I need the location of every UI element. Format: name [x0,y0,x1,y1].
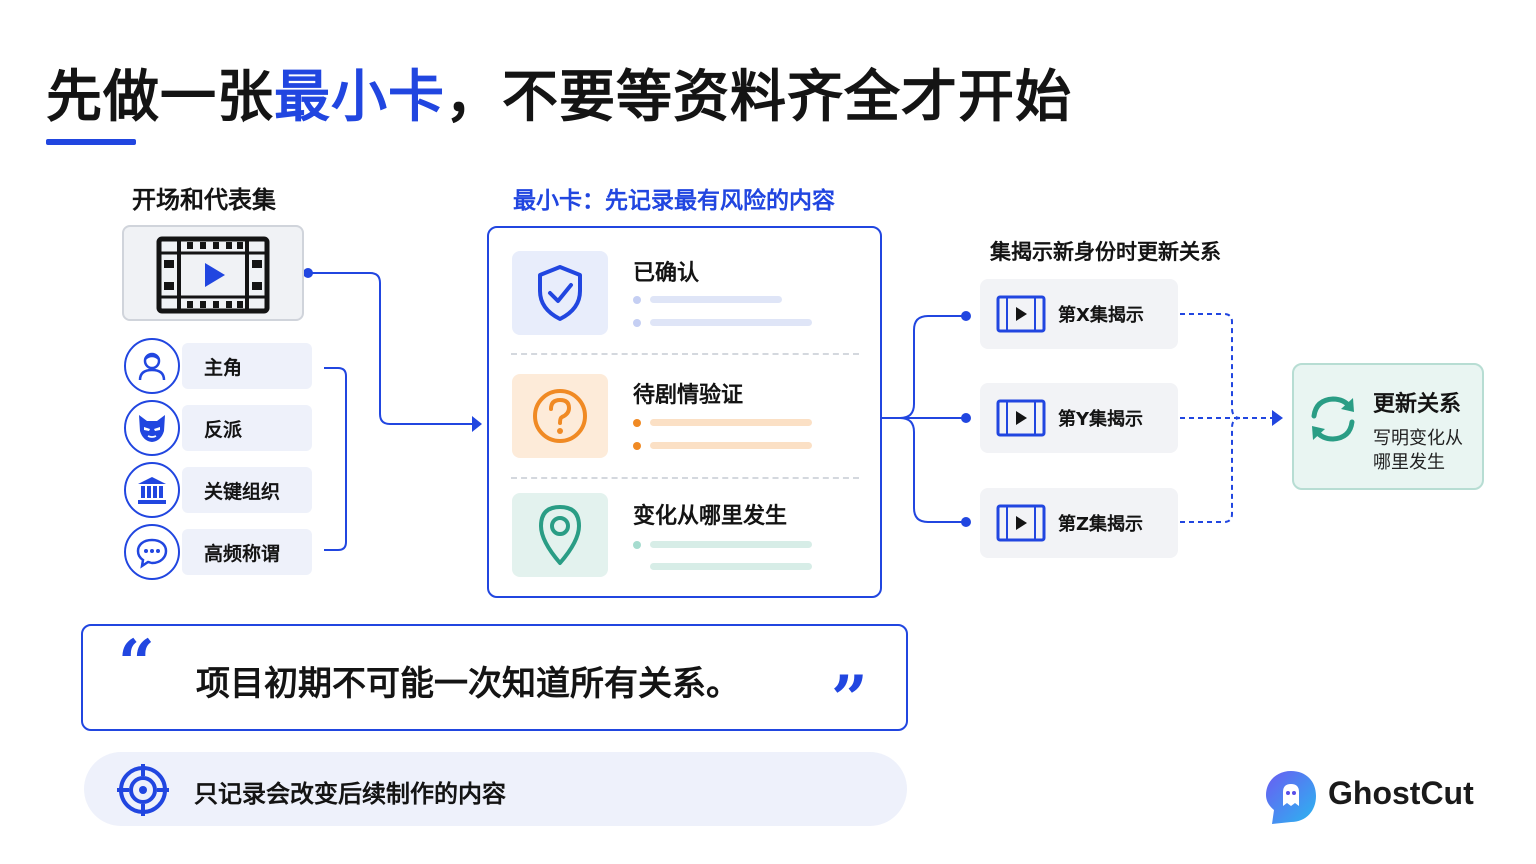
location-pin-icon [512,493,608,577]
row-divider [511,353,859,355]
refresh-cycle-icon [1311,396,1355,442]
question-circle-icon [512,374,608,458]
placeholder-bar [650,442,812,449]
quote-text: 项目初期不可能一次知道所有关系。 [196,664,740,704]
update-subtitle: 写明变化从哪里发生 [1373,428,1463,473]
brand-name: GhostCut [1328,775,1474,811]
placeholder-bar [650,419,812,426]
close-quote-icon: ” [831,662,868,737]
character-item: 高频称谓 [182,529,312,575]
bullet-dot [633,541,641,549]
row-title-pending: 待剧情验证 [633,383,744,408]
film-strip-icon [996,504,1046,542]
placeholder-bar [650,296,782,303]
ghost-logo-icon [1266,771,1316,824]
episode-reveal-box: 第X集揭示 [980,279,1178,349]
quote-box [81,624,908,731]
episode-label: 第Y集揭示 [1058,409,1144,430]
bullet-dot [633,419,641,427]
page-title: 先做一张最小卡，不要等资料齐全才开始 [46,52,1072,133]
middle-heading: 最小卡：先记录最有风险的内容 [513,188,835,214]
update-relations-box [1292,363,1484,490]
person-icon [124,338,180,394]
bottom-tip-pill [84,752,907,826]
row-title-change-source: 变化从哪里发生 [633,504,788,529]
left-heading: 开场和代表集 [132,186,276,214]
bullet-dot [633,442,641,450]
film-strip-icon [156,236,270,314]
row-divider [511,477,859,479]
bottom-tip-text: 只记录会改变后续制作的内容 [194,780,506,808]
shield-check-icon [512,251,608,335]
title-part1: 先做一张 [46,65,274,130]
bullet-dot [633,296,641,304]
bullet-dot [633,319,641,327]
title-highlight: 最小卡 [274,65,445,130]
row-title-confirmed: 已确认 [633,261,700,286]
title-underline [46,139,136,145]
episode-label: 第X集揭示 [1058,305,1144,326]
character-item: 关键组织 [182,467,312,513]
character-item: 反派 [182,405,312,451]
institution-icon [124,462,180,518]
film-strip-icon [996,295,1046,333]
update-title: 更新关系 [1373,392,1462,417]
placeholder-bar [650,563,812,570]
placeholder-bar [650,319,812,326]
chat-bubble-icon [124,524,180,580]
representative-episode-video [122,225,304,321]
villain-mask-icon [124,400,180,456]
title-part2: ，不要等资料齐全才开始 [445,65,1072,130]
target-icon [117,764,169,816]
character-item: 主角 [182,343,312,389]
episode-reveal-box: 第Z集揭示 [980,488,1178,558]
placeholder-bar [650,541,812,548]
film-strip-icon [996,399,1046,437]
episode-reveal-box: 第Y集揭示 [980,383,1178,453]
open-quote-icon: “ [118,626,155,701]
episode-label: 第Z集揭示 [1058,514,1144,535]
right-heading: 集揭示新身份时更新关系 [990,240,1221,264]
